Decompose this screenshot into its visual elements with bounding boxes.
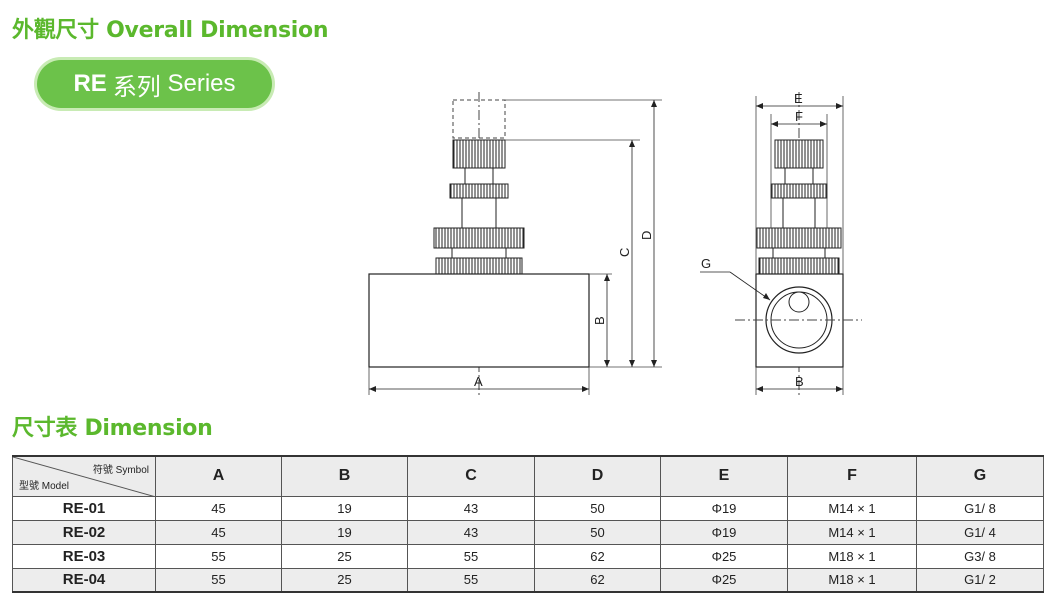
model-cell: RE-03 bbox=[12, 543, 156, 569]
panel-nut bbox=[433, 227, 525, 249]
corner-model-label: 型號 Model bbox=[19, 480, 70, 492]
cell-g: G1/ 2 bbox=[916, 567, 1044, 593]
col-header-g: G bbox=[916, 455, 1044, 497]
valve-body bbox=[368, 273, 590, 368]
col-header-e: E bbox=[660, 455, 788, 497]
adjust-knob bbox=[452, 139, 506, 169]
table-corner-cell: 符號 Symbol 型號 Model bbox=[12, 455, 156, 497]
cell-f: M14 × 1 bbox=[787, 495, 917, 521]
dim-f-label: F bbox=[795, 109, 803, 124]
cell-e: Φ19 bbox=[660, 519, 788, 545]
cell-d: 62 bbox=[534, 567, 661, 593]
table-header-row: 符號 Symbol 型號 Model A B C D E F G bbox=[12, 455, 1044, 497]
front-view: A B C D bbox=[368, 92, 662, 395]
cell-a: 55 bbox=[155, 543, 282, 569]
model-cell: RE-01 bbox=[12, 495, 156, 521]
cell-e: Φ25 bbox=[660, 567, 788, 593]
dim-c-label: C bbox=[617, 248, 632, 257]
cell-a: 45 bbox=[155, 495, 282, 521]
cell-f: M14 × 1 bbox=[787, 519, 917, 545]
corner-symbol-label: 符號 Symbol bbox=[92, 465, 149, 476]
orifice-circle bbox=[788, 291, 810, 313]
cell-f: M18 × 1 bbox=[787, 567, 917, 593]
series-name-cn: 系列 bbox=[112, 72, 161, 101]
cell-c: 55 bbox=[407, 543, 535, 569]
cell-e: Φ25 bbox=[660, 543, 788, 569]
cell-d: 62 bbox=[534, 543, 661, 569]
table-row: RE-02 45 19 43 50 Φ19 M14 × 1 G1/ 4 bbox=[12, 519, 1044, 545]
corner-diagonal bbox=[13, 457, 156, 497]
cell-f: M18 × 1 bbox=[787, 543, 917, 569]
cell-g: G1/ 4 bbox=[916, 519, 1044, 545]
series-badge: RE 系列 Series bbox=[37, 60, 272, 108]
technical-drawing: A B C D E F G bbox=[368, 91, 862, 395]
col-header-b: B bbox=[281, 455, 408, 497]
cell-c: 43 bbox=[407, 519, 535, 545]
dim-g-leader bbox=[729, 271, 771, 301]
col-header-c: C bbox=[407, 455, 535, 497]
stem bbox=[464, 167, 494, 185]
cell-d: 50 bbox=[534, 495, 661, 521]
series-code: RE bbox=[73, 70, 107, 97]
dim-g-label: G bbox=[701, 256, 711, 271]
table-row: RE-04 55 25 55 62 Φ25 M18 × 1 G1/ 2 bbox=[12, 567, 1044, 593]
table-row: RE-01 45 19 43 50 Φ19 M14 × 1 G1/ 8 bbox=[12, 495, 1044, 521]
dim-b2-label: B bbox=[795, 374, 804, 389]
col-header-a: A bbox=[155, 455, 282, 497]
cell-b: 25 bbox=[281, 543, 408, 569]
cell-c: 43 bbox=[407, 495, 535, 521]
model-cell: RE-02 bbox=[12, 519, 156, 545]
cell-d: 50 bbox=[534, 519, 661, 545]
table-row: RE-03 55 25 55 62 Φ25 M18 × 1 G3/ 8 bbox=[12, 543, 1044, 569]
dimension-table-heading: 尺寸表 Dimension bbox=[12, 416, 213, 441]
cell-a: 55 bbox=[155, 567, 282, 593]
cell-c: 55 bbox=[407, 567, 535, 593]
dim-e-label: E bbox=[794, 91, 803, 106]
base-nut bbox=[435, 257, 523, 275]
cell-b: 25 bbox=[281, 567, 408, 593]
col-header-f: F bbox=[787, 455, 917, 497]
overall-dimension-heading: 外觀尺寸 Overall Dimension bbox=[12, 18, 329, 43]
cell-g: G3/ 8 bbox=[916, 543, 1044, 569]
cell-a: 45 bbox=[155, 519, 282, 545]
cell-e: Φ19 bbox=[660, 495, 788, 521]
model-cell: RE-04 bbox=[12, 567, 156, 593]
col-header-d: D bbox=[534, 455, 661, 497]
cell-b: 19 bbox=[281, 495, 408, 521]
dim-b-label: B bbox=[592, 316, 607, 325]
cell-b: 19 bbox=[281, 519, 408, 545]
dimension-table: 符號 Symbol 型號 Model A B C D E F G RE-01 4… bbox=[12, 455, 1044, 593]
neck bbox=[451, 247, 507, 259]
lock-nut bbox=[449, 183, 509, 199]
series-name-en: Series bbox=[167, 70, 236, 97]
thread-shaft bbox=[461, 197, 497, 229]
cell-g: G1/ 8 bbox=[916, 495, 1044, 521]
dim-d-label: D bbox=[639, 231, 654, 240]
dim-a-label: A bbox=[474, 374, 483, 389]
side-view: E F G B bbox=[700, 91, 862, 395]
